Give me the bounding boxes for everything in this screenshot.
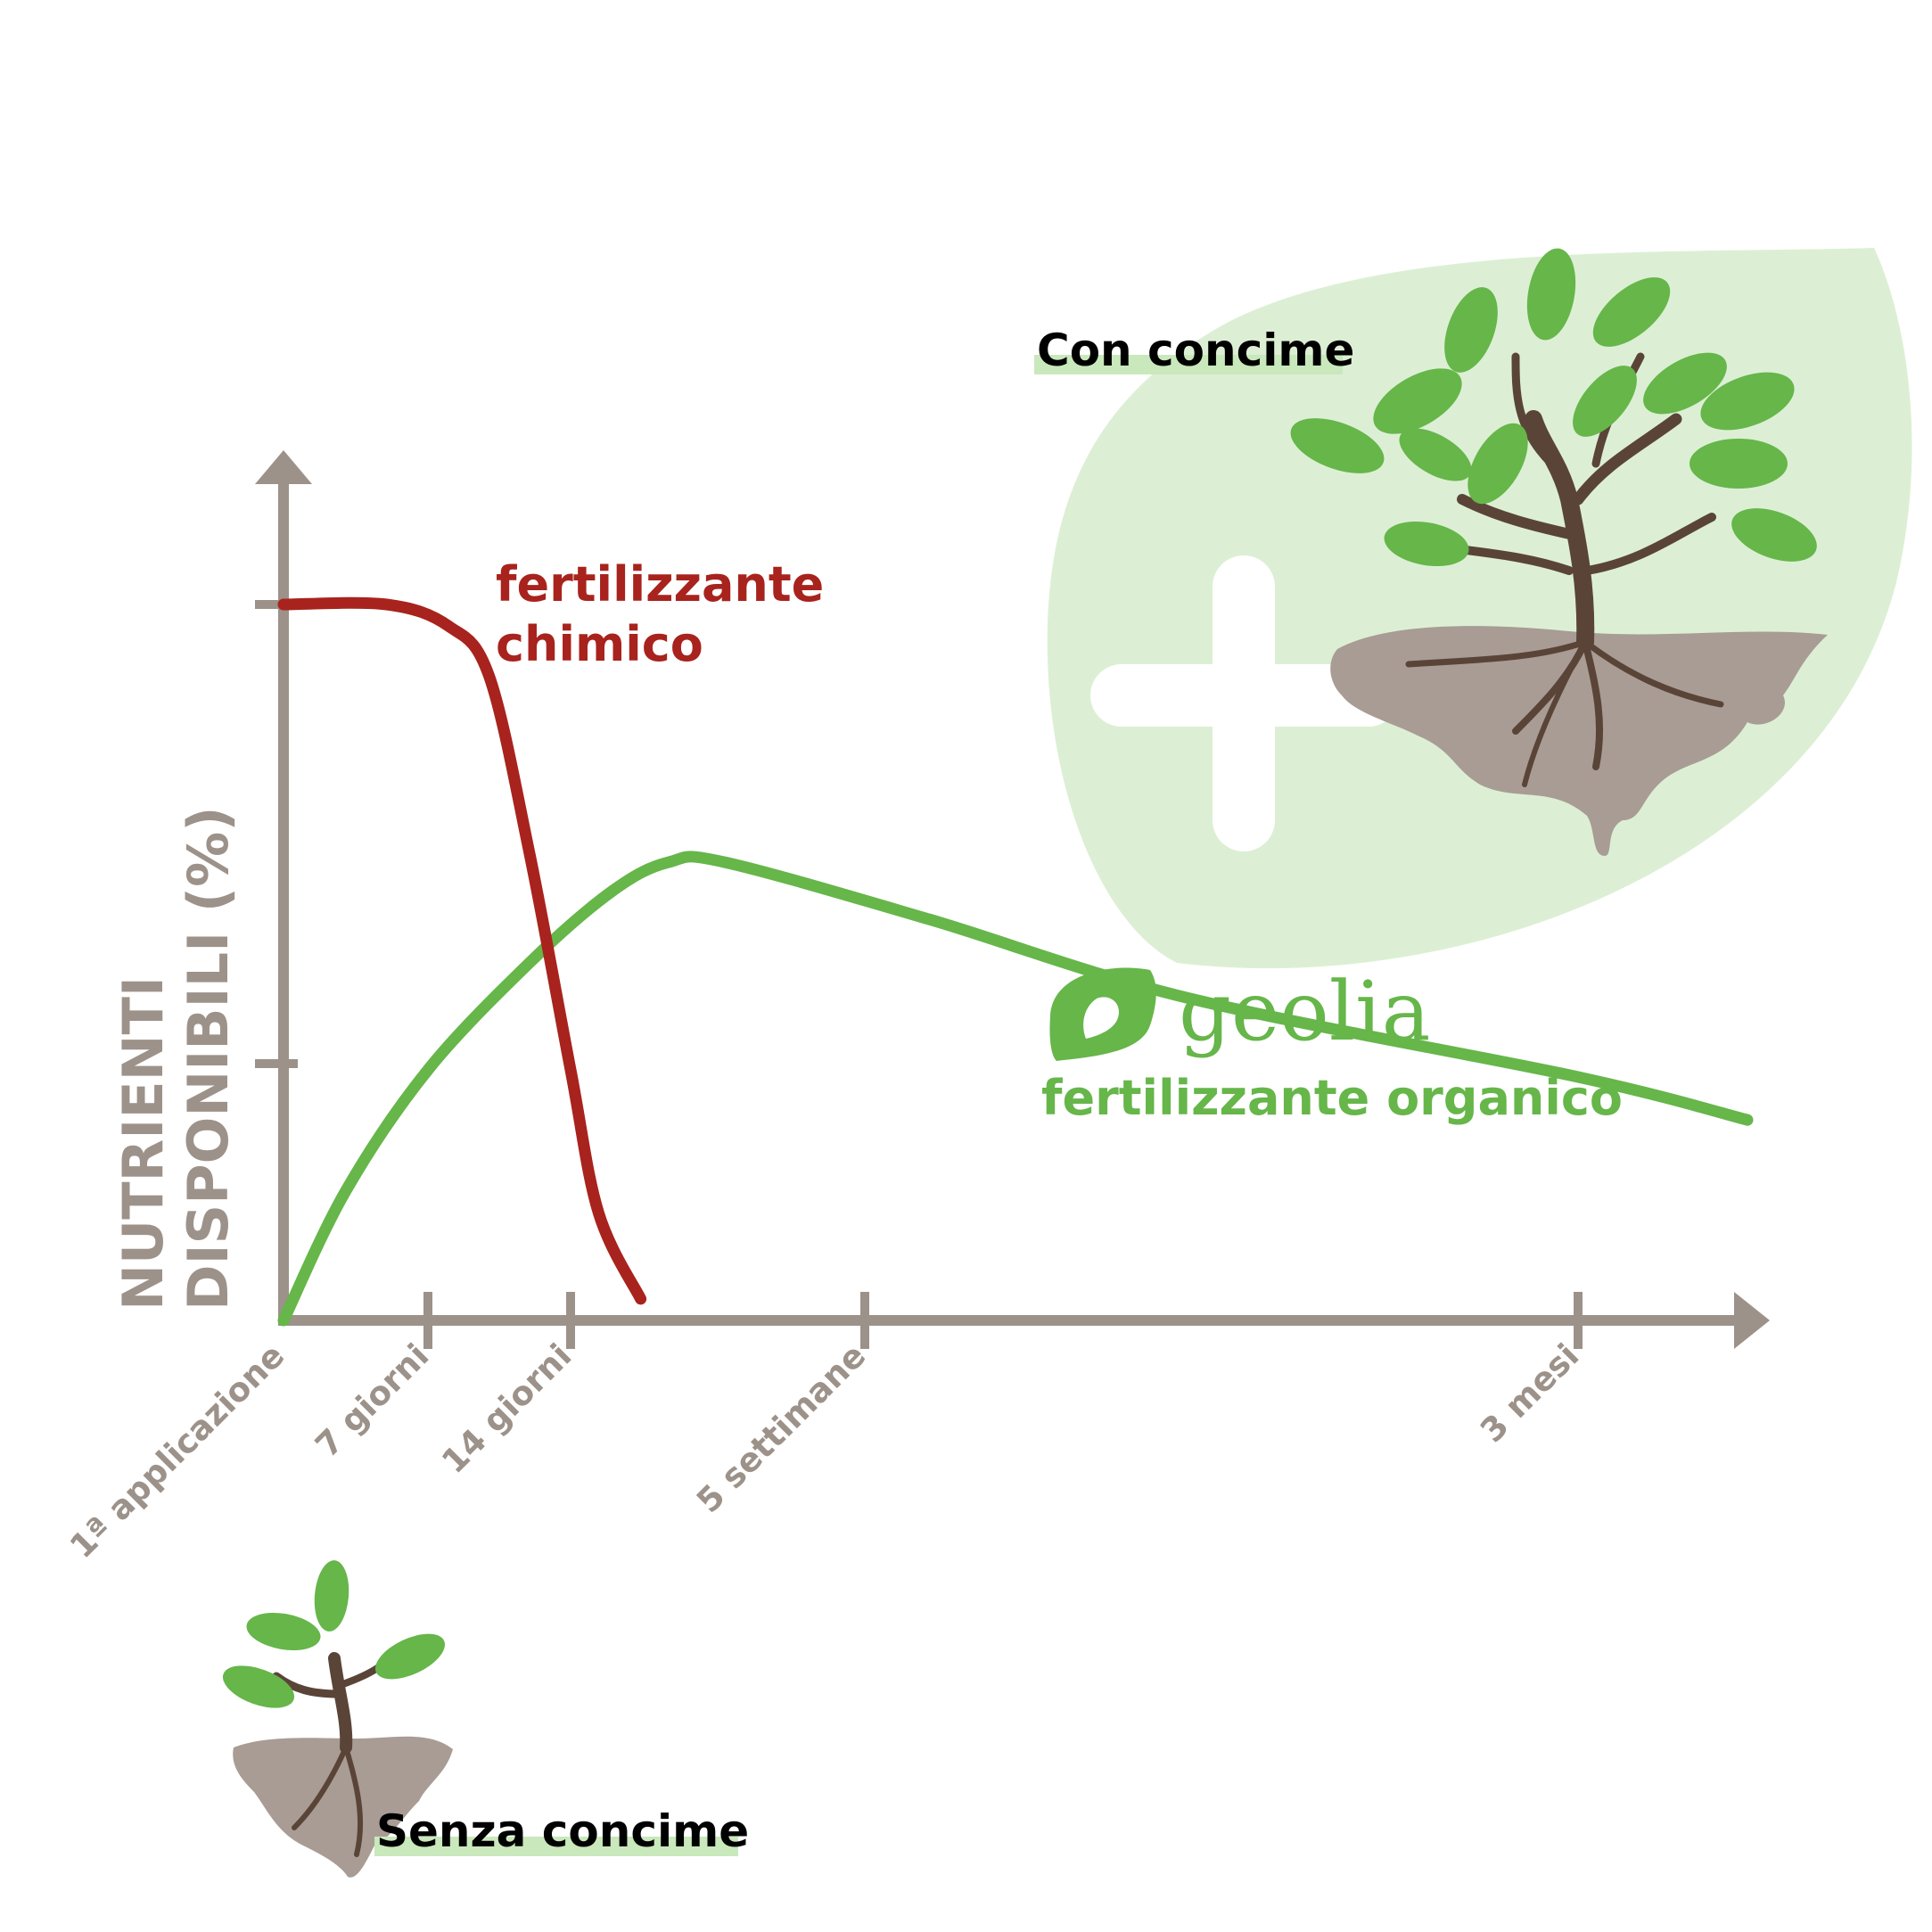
with-fertilizer-label: Con concime	[1037, 325, 1354, 376]
x-tick-label: 1ª applicazione	[62, 1336, 292, 1566]
geolia-logo: geolia	[1049, 964, 1430, 1061]
with-fertilizer-highlight	[1034, 355, 1343, 374]
without-fertilizer-highlight	[374, 1837, 738, 1856]
series-line-chemical	[277, 596, 647, 1305]
x-tick-label: 5 settimane	[689, 1336, 873, 1520]
y-axis-title-line-1: NUTRIENTI	[111, 976, 176, 1311]
axes	[255, 450, 1770, 1349]
series-line-organic	[277, 851, 1754, 1327]
plus-icon	[1090, 555, 1400, 851]
without-fertilizer-label: Senza concime	[376, 1805, 749, 1857]
tree-large-icon	[1290, 248, 1828, 856]
sapling-small-icon	[222, 1560, 453, 1878]
series-label-organic: fertilizzante organico	[1041, 1070, 1623, 1126]
geolia-wordmark: geolia	[1179, 964, 1430, 1059]
geolia-leaf-icon	[1049, 967, 1156, 1061]
x-tick-label: 14 giorni	[434, 1336, 579, 1481]
x-axis-arrow	[1734, 1292, 1770, 1349]
x-tick-label: 7 giorni	[308, 1336, 436, 1465]
y-axis-arrow	[255, 450, 312, 484]
x-tick-label: 3 mesi	[1473, 1336, 1586, 1450]
y-axis-title-line-2: DISPONIBILI (%)	[176, 806, 241, 1311]
series-label-chemical-line-1: fertilizzante	[496, 556, 824, 612]
series-label-chemical-line-2: chimico	[496, 616, 703, 672]
